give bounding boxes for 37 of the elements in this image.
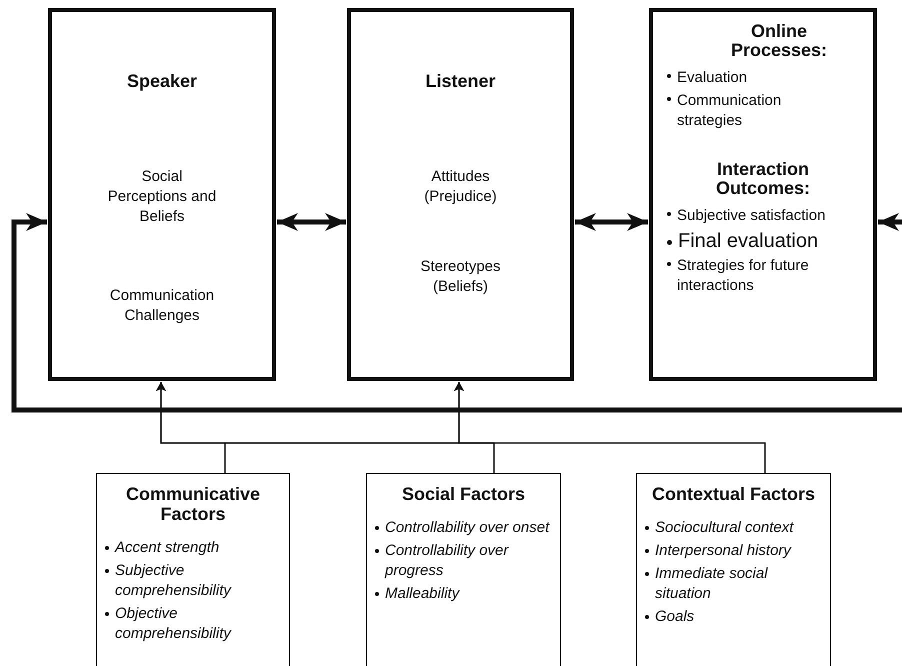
box-text: Attitudes (Prejudice)	[423, 167, 498, 207]
bullet-item: Goals	[655, 607, 694, 627]
section-heading: Interaction Outcomes:	[714, 160, 812, 198]
section-heading: Online Processes:	[730, 22, 828, 60]
text-box	[347, 8, 574, 381]
arrow	[277, 213, 346, 231]
bullet-item: Evaluation	[677, 68, 748, 88]
text-box	[649, 8, 877, 381]
bullet-item: Malleability	[385, 584, 460, 604]
bullet-item: Final evaluation	[678, 229, 820, 253]
bullet-item: Interpersonal history	[655, 541, 791, 561]
bullet-item: Controllability over onset	[385, 518, 550, 538]
arrow	[12, 213, 902, 412]
text-box	[636, 473, 831, 666]
box-title: Speaker	[126, 70, 198, 92]
bullet-item: Communication strategies	[677, 91, 782, 131]
box-title: Contextual Factors	[650, 484, 816, 504]
bullet-item: Sociocultural context	[655, 518, 794, 538]
box-title: Social Factors	[400, 484, 526, 504]
bullet-item: Objective comprehensibility	[115, 604, 232, 644]
box-text: Social Perceptions and Beliefs	[106, 167, 218, 227]
bullet-item: Strategies for future interactions	[677, 256, 810, 296]
bullet-item: Subjective satisfaction	[677, 206, 826, 226]
box-text: Communication Challenges	[108, 286, 216, 326]
box-title: Communicative Factors	[124, 484, 262, 524]
text-box	[96, 473, 290, 666]
bullet-item: Immediate social situation	[655, 564, 769, 604]
text-box	[366, 473, 561, 666]
box-text: Stereotypes (Beliefs)	[419, 257, 502, 297]
bullet-item: Subjective comprehensibility	[115, 561, 232, 601]
arrow	[575, 213, 648, 231]
arrow	[454, 382, 766, 473]
bullet-item: Controllability over progress	[385, 541, 510, 581]
box-title: Listener	[425, 70, 496, 92]
bullet-item: Accent strength	[115, 538, 220, 558]
text-box	[48, 8, 276, 381]
arrow	[878, 213, 902, 231]
